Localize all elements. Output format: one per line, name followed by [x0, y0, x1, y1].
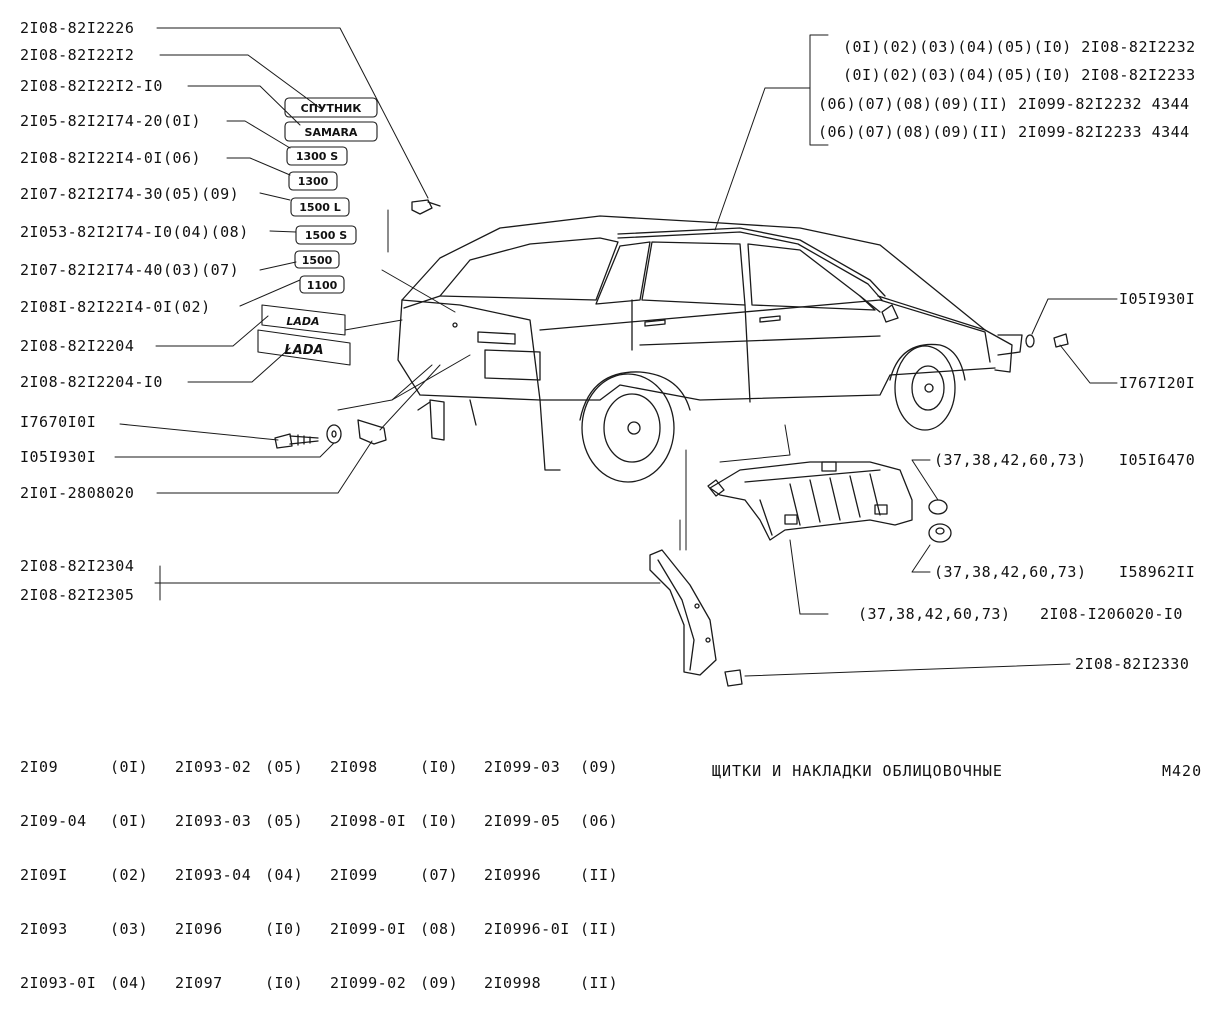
label-left-5: 2I07-82I2I74-30(05)(09): [20, 185, 240, 203]
label-left-12: I05I930I: [20, 448, 97, 466]
badge-1100: 1100: [307, 279, 338, 292]
page-title: ЩИТКИ И НАКЛАДКИ ОБЛИЦОВОЧНЫЕ: [712, 762, 1003, 780]
badge-1500: 1500: [302, 254, 333, 267]
model-row: 2I099-05(06): [484, 812, 619, 830]
badge-texts: СПУТНИК SAMARA 1300 S 1300 1500 L 1500 S…: [284, 102, 361, 358]
model-row: 2I099(07): [330, 866, 459, 884]
model-row: 2I093(03): [20, 920, 149, 938]
model-col-1: 2I093-02(05) 2I093-03(05) 2I093-04(04) 2…: [175, 722, 303, 1028]
label-trim-3: (06)(07)(08)(09)(II) 2I099-82I2233 4344: [818, 123, 1190, 141]
badges-drawing: [257, 97, 378, 366]
badge-1300: 1300: [298, 175, 329, 188]
badge-sputnik: СПУТНИК: [301, 102, 362, 115]
label-shield-num: 2I08-I206020-I0: [1040, 605, 1183, 623]
badge-1300s: 1300 S: [296, 150, 338, 163]
label-left-10: 2I08-82I2204-I0: [20, 373, 163, 391]
label-left-6: 2I053-82I2I74-I0(04)(08): [20, 223, 249, 241]
label-screw-right: I767I20I: [1119, 374, 1196, 392]
badge-1500s: 1500 S: [305, 229, 347, 242]
model-row: 2I0996-0I(II): [484, 920, 619, 938]
label-washer-right: I05I930I: [1119, 290, 1196, 308]
model-row: 2I099-02(09): [330, 974, 459, 992]
model-col-2: 2I098(I0) 2I098-0I(I0) 2I099(07) 2I099-0…: [330, 722, 458, 1028]
label-left-8: 2I08I-82I22I4-0I(02): [20, 298, 211, 316]
label-left-13: 2I0I-2808020: [20, 484, 135, 502]
label-left-9: 2I08-82I2204: [20, 337, 135, 355]
label-mudguard-1: 2I08-82I2305: [20, 586, 135, 604]
model-row: 2I098(I0): [330, 758, 459, 776]
label-nut-top-num: I05I6470: [1119, 451, 1196, 469]
mudguard-drawing: [649, 549, 717, 676]
model-col-3: 2I099-03(09) 2I099-05(06) 2I0996(II) 2I0…: [484, 722, 618, 1028]
badge-lada-2: LADA: [284, 343, 323, 358]
leader-lines: [114, 27, 1118, 677]
label-left-1: 2I08-82I22I2: [20, 46, 135, 64]
model-col-0: 2I09(0I) 2I09-04(0I) 2I09I(02) 2I093(03)…: [20, 722, 148, 1028]
label-nut-bot-num: I58962II: [1119, 563, 1196, 581]
label-left-2: 2I08-82I22I2-I0: [20, 77, 163, 95]
model-row: 2I096(I0): [175, 920, 304, 938]
label-mudguard-0: 2I08-82I2304: [20, 557, 135, 575]
label-left-7: 2I07-82I2I74-40(03)(07): [20, 261, 240, 279]
label-trim-2: (06)(07)(08)(09)(II) 2I099-82I2232 4344: [818, 95, 1190, 113]
model-row: 2I093-04(04): [175, 866, 304, 884]
badge-1500l: 1500 L: [299, 201, 340, 214]
label-left-4: 2I08-82I22I4-0I(06): [20, 149, 202, 167]
model-row: 2I09(0I): [20, 758, 149, 776]
label-nut-bot-apps: (37,38,42,60,73): [934, 563, 1087, 581]
model-row: 2I097(I0): [175, 974, 304, 992]
badge-lada-1: LADA: [286, 315, 319, 328]
car-body-drawing: [397, 215, 1023, 483]
model-row: 2I0998(II): [484, 974, 619, 992]
model-row: 2I093-02(05): [175, 758, 304, 776]
model-row: 2I098-0I(I0): [330, 812, 459, 830]
model-row: 2I093-03(05): [175, 812, 304, 830]
model-row: 2I099-0I(08): [330, 920, 459, 938]
label-left-3: 2I05-82I2I74-20(0I): [20, 112, 202, 130]
label-clip-num: 2I08-82I2330: [1075, 655, 1190, 673]
model-row: 2I099-03(09): [484, 758, 619, 776]
label-shield-apps: (37,38,42,60,73): [858, 605, 1011, 623]
badge-samara: SAMARA: [305, 126, 358, 139]
parts-diagram: СПУТНИК SAMARA 1300 S 1300 1500 L 1500 S…: [114, 27, 1118, 687]
label-left-11: I7670I0I: [20, 413, 97, 431]
under-shield-drawing: [707, 461, 913, 541]
page-code: М420: [1162, 762, 1203, 780]
label-trim-0: (0I)(02)(03)(04)(05)(I0) 2I08-82I2232: [843, 38, 1196, 56]
label-nut-top-apps: (37,38,42,60,73): [934, 451, 1087, 469]
model-row: 2I0996(II): [484, 866, 619, 884]
label-trim-1: (0I)(02)(03)(04)(05)(I0) 2I08-82I2233: [843, 66, 1196, 84]
label-left-0: 2I08-82I2226: [20, 19, 135, 37]
model-row: 2I09-04(0I): [20, 812, 149, 830]
model-row: 2I093-0I(04): [20, 974, 149, 992]
model-row: 2I09I(02): [20, 866, 149, 884]
